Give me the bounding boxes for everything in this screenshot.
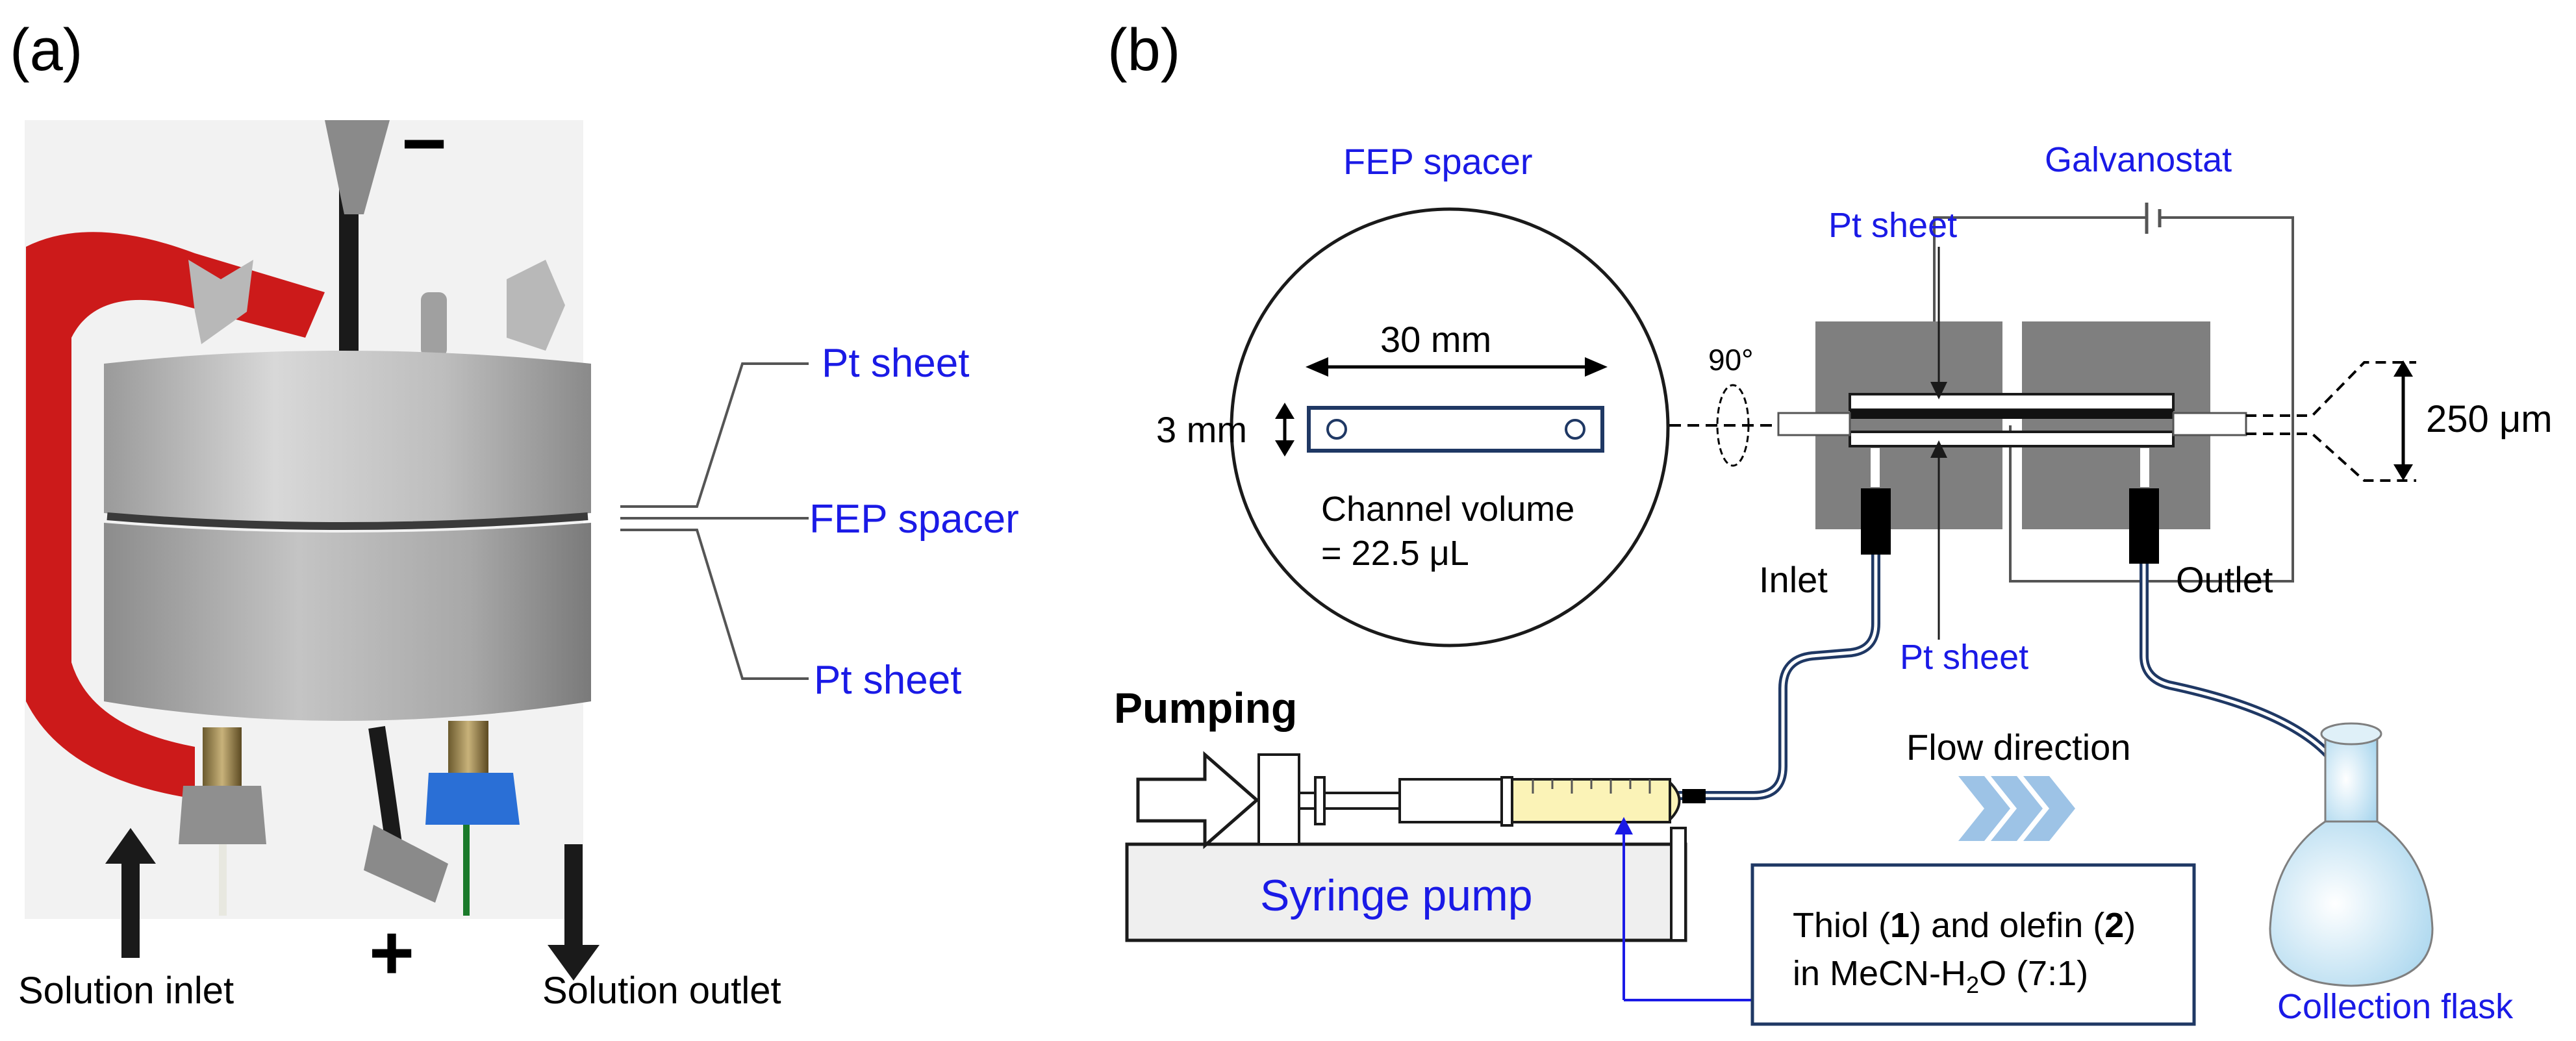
dimension-30mm-arrow [1306,357,1608,377]
flow-direction-arrows [1958,776,2075,841]
bottom-metal-block [104,523,591,721]
collection-flask-label: Collection flask [2277,987,2514,1026]
plus-sign: + [369,909,414,996]
electrode-lead-left [1777,412,1851,436]
fep-spacer-title: FEP spacer [1343,141,1533,182]
rotation-label: 90° [1708,343,1754,377]
photo-cell [25,120,591,919]
outlet-fitting-cap [425,773,520,825]
outlet-port-stem [2140,448,2149,487]
syringe-nozzle [1669,779,1681,823]
solution-line-2: in MeCN-H2O (7:1) [1793,954,2088,998]
red-clamp [26,232,325,799]
panel-a-label: (a) [10,17,82,83]
label-top-pt-sheet: Pt sheet [822,341,969,386]
top-pt-plate [1849,393,2175,411]
push-arrow [1136,751,1259,849]
solvent-subscript: 2 [1966,972,1979,998]
rotation-ellipse [1716,384,1750,467]
syringe-graduations [1532,779,1651,794]
inlet-label: Inlet [1759,559,1828,600]
label-fep-spacer: FEP spacer [809,497,1019,542]
electrode-lead-right [2172,412,2247,436]
outlet-label: Outlet [2176,559,2273,600]
solution-compound-1: 1 [1890,906,1910,945]
inlet-tube [219,844,227,916]
dimension-3mm-arrow [1275,403,1294,457]
center-screw [421,292,447,357]
label-solution-inlet: Solution inlet [18,970,234,1012]
wing-nut-right [507,260,565,351]
outlet-connector [2129,488,2159,564]
gap-250um-arrow [2393,360,2413,481]
panel-b-label: (b) [1107,17,1180,83]
inlet-arrow [105,828,156,958]
top-alligator-clip [325,120,390,214]
channel-volume-value: = 22.5 μL [1321,534,1469,573]
galvanostat-label: Galvanostat [2045,140,2232,179]
plunger-flange [1314,776,1326,825]
pumping-label: Pumping [1114,684,1297,732]
dimension-30mm-label: 30 mm [1380,319,1491,360]
wing-nut-left [188,260,253,344]
leader-top-pt [620,362,809,508]
channel-port-right [1565,419,1585,440]
solution-prefix: Thiol ( [1793,906,1890,945]
syringe-barrel-empty [1398,778,1506,823]
gap-250um-label: 250 μm [2426,398,2553,440]
inlet-fitting-brass [203,727,242,786]
flow-channel [1307,406,1604,453]
inlet-fitting-cap [179,786,266,844]
pusher-block [1257,753,1300,846]
circuit-wire-right [2009,216,2294,583]
syringe-plunger-head [1500,776,1513,827]
inlet-port-stem [1871,448,1880,487]
syringe-pump-label: Syringe pump [1260,871,1533,920]
spacer-gap [107,512,588,530]
flask-neck [2324,733,2379,826]
outlet-tube [463,825,470,916]
flask-body [2269,820,2434,987]
syringe-pump-base [1125,842,1687,942]
solution-compound-2: 2 [2104,906,2124,945]
flask-rim [2320,722,2382,746]
inlet-connector [1861,488,1891,555]
leader-bottom-pt [620,529,809,680]
pt-top-arrowhead [1930,382,1947,399]
pt-bottom-arrowhead [1930,440,1947,458]
label-bottom-pt-sheet: Pt sheet [814,658,961,703]
solution-box [1750,863,2196,1026]
label-solution-outlet: Solution outlet [542,970,781,1012]
syringe-tip-connector [1682,789,1706,803]
bottom-pt-plate [1849,431,2175,447]
solution-suffix: ) [2124,906,2136,945]
pt-sheet-bottom-label: Pt sheet [1900,638,2028,677]
bottom-alligator-clip [364,825,448,903]
solution-line-1: Thiol (1) and olefin (2) [1793,906,2136,945]
flow-direction-label: Flow direction [1906,727,2130,768]
callout-arrowhead [1615,817,1633,834]
outlet-arrow [548,844,600,981]
channel-volume-label: Channel volume [1321,490,1574,529]
dimension-3mm-label: 3 mm [1156,409,1247,450]
solvent-part-b: O (7:1) [1979,954,2088,993]
minus-sign: − [401,100,447,187]
top-metal-block [104,351,591,523]
solution-mid: ) and olefin ( [1910,906,2104,945]
inlet-tubing-core [1676,555,1878,797]
gap-zoom-lines [2246,361,2416,482]
pt-sheet-top-label: Pt sheet [1828,206,1957,245]
spacer-channel [1850,410,2173,419]
solvent-part-a: in MeCN-H [1793,954,1966,993]
syringe-pump-end [1670,827,1687,942]
channel-port-left [1326,419,1347,440]
